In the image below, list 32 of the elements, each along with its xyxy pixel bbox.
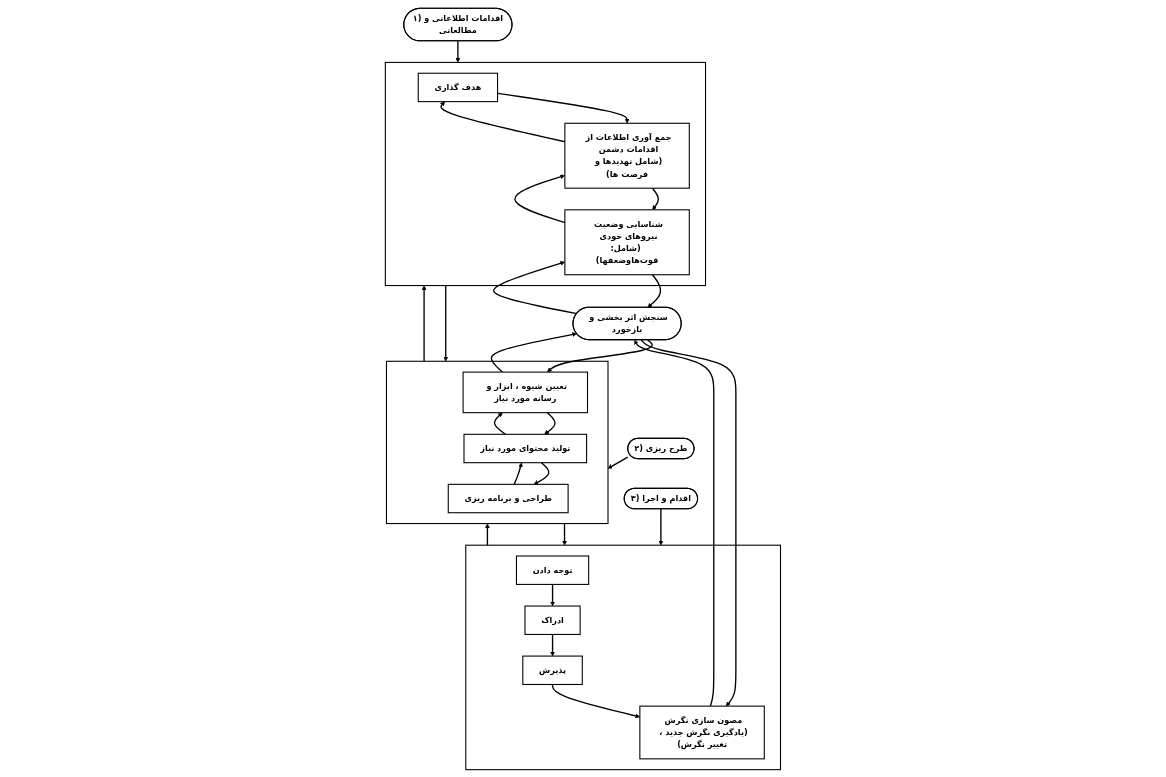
arrow — [544, 411, 556, 434]
node-box: پذیرش — [522, 655, 583, 685]
node-box: تعیین شیوه ، ابزار و رسانه مورد نیاز — [462, 371, 589, 413]
node-box: ادراک — [524, 605, 581, 635]
arrow — [493, 411, 507, 435]
arrow — [647, 273, 662, 308]
arrow — [547, 338, 653, 372]
arrow — [485, 522, 490, 546]
arrow — [640, 338, 737, 706]
arrow — [443, 284, 449, 361]
cluster — [465, 544, 782, 770]
cluster — [386, 360, 609, 524]
arrow — [533, 461, 550, 485]
arrow — [550, 583, 555, 606]
arrow — [550, 633, 555, 656]
node-box: هدف گذاری — [417, 72, 499, 102]
arrow — [562, 522, 567, 545]
arrow — [658, 507, 664, 545]
node-box: مصون سازی نگرش (یادگیری نگرش جدید ، تغییر نگرش) — [639, 705, 765, 759]
arrow — [490, 331, 577, 373]
node-box: تولید محتوای مورد نیاز — [463, 433, 588, 463]
node-box: شناسایی وضعیت نیروهای خودی (شامل: قوت‌هاوضعفها) — [564, 208, 690, 275]
arrow — [513, 462, 523, 485]
arrow — [607, 455, 629, 469]
node-box: طراحی و برنامه ریزی — [447, 483, 569, 513]
arrow — [421, 284, 427, 362]
node-box: توجه دادن — [516, 554, 590, 585]
node-box: جمع آوری اطلاعات از اقدامات دشمن (شامل تهدیدها و فرصت ها) — [564, 122, 690, 189]
arrow — [455, 39, 461, 63]
cluster — [384, 61, 707, 286]
arrow — [651, 187, 660, 210]
arrow — [634, 339, 715, 707]
